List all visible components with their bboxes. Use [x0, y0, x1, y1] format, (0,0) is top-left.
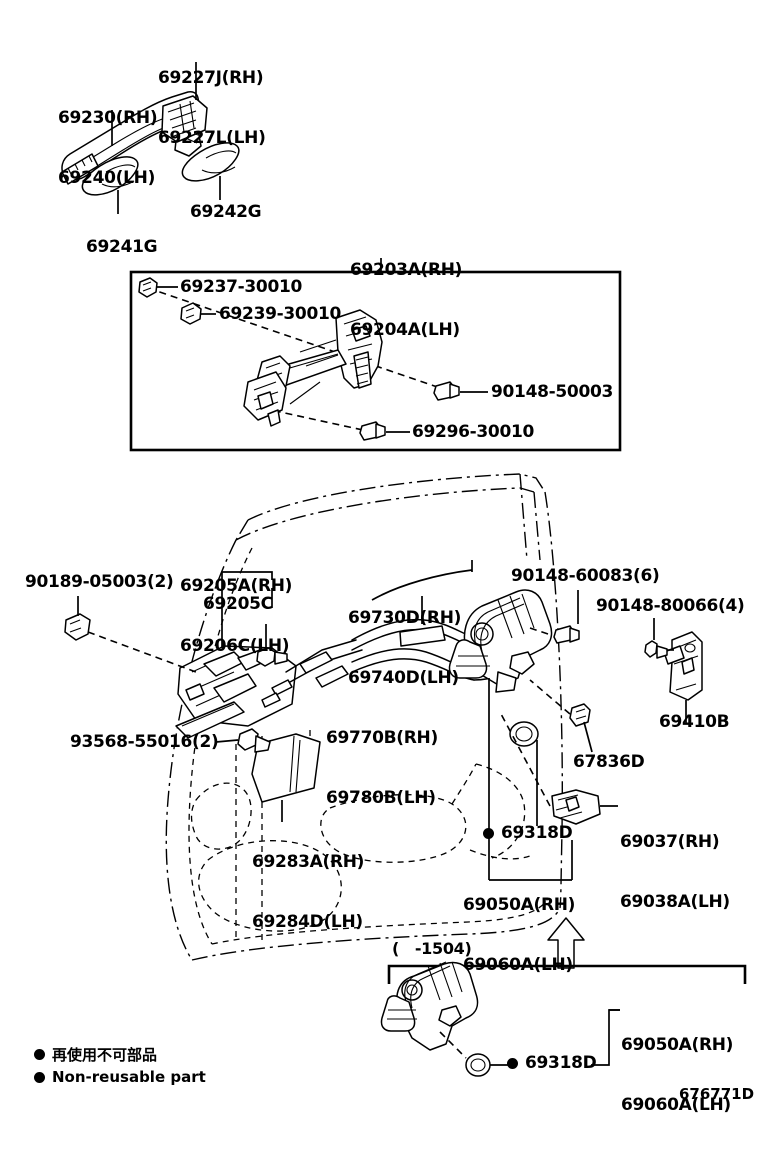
part-pad-69242G — [181, 142, 240, 200]
label-69770B: 69770B(RH) 69780B(LH) — [326, 688, 438, 848]
part-69283A-bezel — [251, 733, 321, 822]
part-93568-screw — [215, 728, 271, 753]
label-69242G: 69242G — [190, 202, 262, 222]
label-69230: 69230(RH) 69240(LH) — [58, 68, 158, 228]
label-69296: 69296-30010 — [412, 422, 535, 442]
label-69410B: 69410B — [659, 712, 730, 732]
label-90148-60083: 90148-60083(6) — [511, 566, 660, 586]
inset-bottom-contents — [380, 961, 620, 1077]
part-90148-80066-bolt — [644, 618, 676, 659]
label-69318D-main: 69318D — [483, 823, 573, 843]
part-69205C-screw — [256, 624, 288, 667]
label-90148-50003: 90148-50003 — [491, 382, 614, 402]
label-93568: 93568-55016(2) — [70, 732, 219, 752]
label-69050A-line1: 69050A(RH) — [463, 895, 576, 915]
part-90148-60083-bolt — [529, 590, 580, 644]
non-reusable-dot-icon — [483, 827, 494, 839]
legend-row-en: Non-reusable part — [34, 1068, 206, 1086]
label-69230-line1: 69230(RH) — [58, 108, 158, 128]
label-69205A-line2: 69206C(LH) — [180, 636, 290, 656]
label-69227: 69227J(RH) 69227L(LH) — [158, 28, 266, 188]
label-69283A: 69283A(RH) 69284D(LH) — [252, 812, 364, 972]
label-69205A: 69205A(RH) 69206C(LH) — [180, 536, 292, 696]
label-69730D-line2: 69740D(LH) — [348, 668, 459, 688]
part-69050A-lock-assembly — [448, 589, 573, 881]
part-69037-piece — [499, 711, 618, 825]
part-pad-69241G — [81, 156, 139, 214]
legend-dot-icon-jp — [34, 1049, 45, 1060]
label-date-note: ( -1504) — [392, 939, 472, 958]
label-69318D-inset-text: 69318D — [525, 1053, 597, 1073]
label-69318D-inset: 69318D — [507, 1053, 597, 1073]
non-reusable-dot-icon-inset — [507, 1057, 518, 1069]
label-69060A-inset-line2: 69060A(LH) — [621, 1095, 731, 1115]
parts-diagram-sheet: .s { fill:none; stroke:#000; stroke-widt… — [25, 28, 755, 1115]
label-69203A: 69203A(RH) 69204A(LH) — [350, 220, 462, 380]
part-69203A-body — [243, 309, 383, 427]
label-69318D-text: 69318D — [501, 823, 573, 843]
label-69205A-line1: 69205A(RH) — [180, 576, 293, 596]
part-handle-clip-69227 — [161, 62, 208, 143]
label-69050A-inset-line1: 69050A(RH) — [621, 1035, 734, 1055]
inset-top-contents — [138, 277, 488, 441]
part-67836D-grommet — [529, 679, 593, 753]
label-69283A-line2: 69284D(LH) — [252, 912, 363, 932]
label-69770B-line1: 69770B(RH) — [326, 728, 438, 748]
label-69237: 69237-30010 — [180, 277, 303, 297]
legend-row-jp: 再使用不可部品 — [34, 1044, 157, 1065]
label-90148-80066: 90148-80066(4) — [596, 596, 745, 616]
label-69230-line2: 69240(LH) — [58, 168, 156, 188]
label-90189: 90189-05003(2) — [25, 572, 174, 592]
legend-dot-icon-en — [34, 1071, 45, 1083]
legend-text-en: Non-reusable part — [52, 1068, 206, 1086]
label-69770B-line2: 69780B(LH) — [326, 788, 436, 808]
label-69203A-line1: 69203A(RH) — [350, 260, 463, 280]
part-90189-clip — [64, 596, 197, 673]
label-69203A-line2: 69204A(LH) — [350, 320, 460, 340]
inset-top-frame — [129, 270, 622, 452]
label-69205C: 69205C — [203, 594, 273, 614]
inset-pointer-arrow — [547, 917, 585, 969]
diagram-artwork: .s { fill:none; stroke:#000; stroke-widt… — [61, 62, 747, 1077]
label-69227-line1: 69227J(RH) — [158, 68, 264, 88]
label-69730D: 69730D(RH) 69740D(LH) — [348, 568, 461, 728]
label-69227-line2: 69227L(LH) — [158, 128, 266, 148]
label-69038A-line2: 69038A(LH) — [620, 892, 730, 912]
label-69283A-line1: 69283A(RH) — [252, 852, 365, 872]
label-69050A-inset: 69050A(RH) 69060A(LH) — [621, 995, 733, 1155]
label-69050A-main: 69050A(RH) 69060A(LH) — [463, 855, 575, 1015]
label-69037-line1: 69037(RH) — [620, 832, 720, 852]
part-69410B-striker — [663, 631, 703, 724]
label-69037: 69037(RH) 69038A(LH) — [620, 792, 730, 952]
label-69060A-line2: 69060A(LH) — [463, 955, 573, 975]
figure-code: 676771D — [679, 1085, 755, 1103]
label-69730D-line1: 69730D(RH) — [348, 608, 462, 628]
label-69239: 69239-30010 — [219, 304, 342, 324]
label-67836D: 67836D — [573, 752, 645, 772]
label-69241G: 69241G — [86, 237, 158, 257]
legend-text-jp: 再使用不可部品 — [52, 1046, 158, 1064]
door-panel-outline — [165, 473, 564, 961]
inset-bottom-bracket — [387, 964, 747, 984]
